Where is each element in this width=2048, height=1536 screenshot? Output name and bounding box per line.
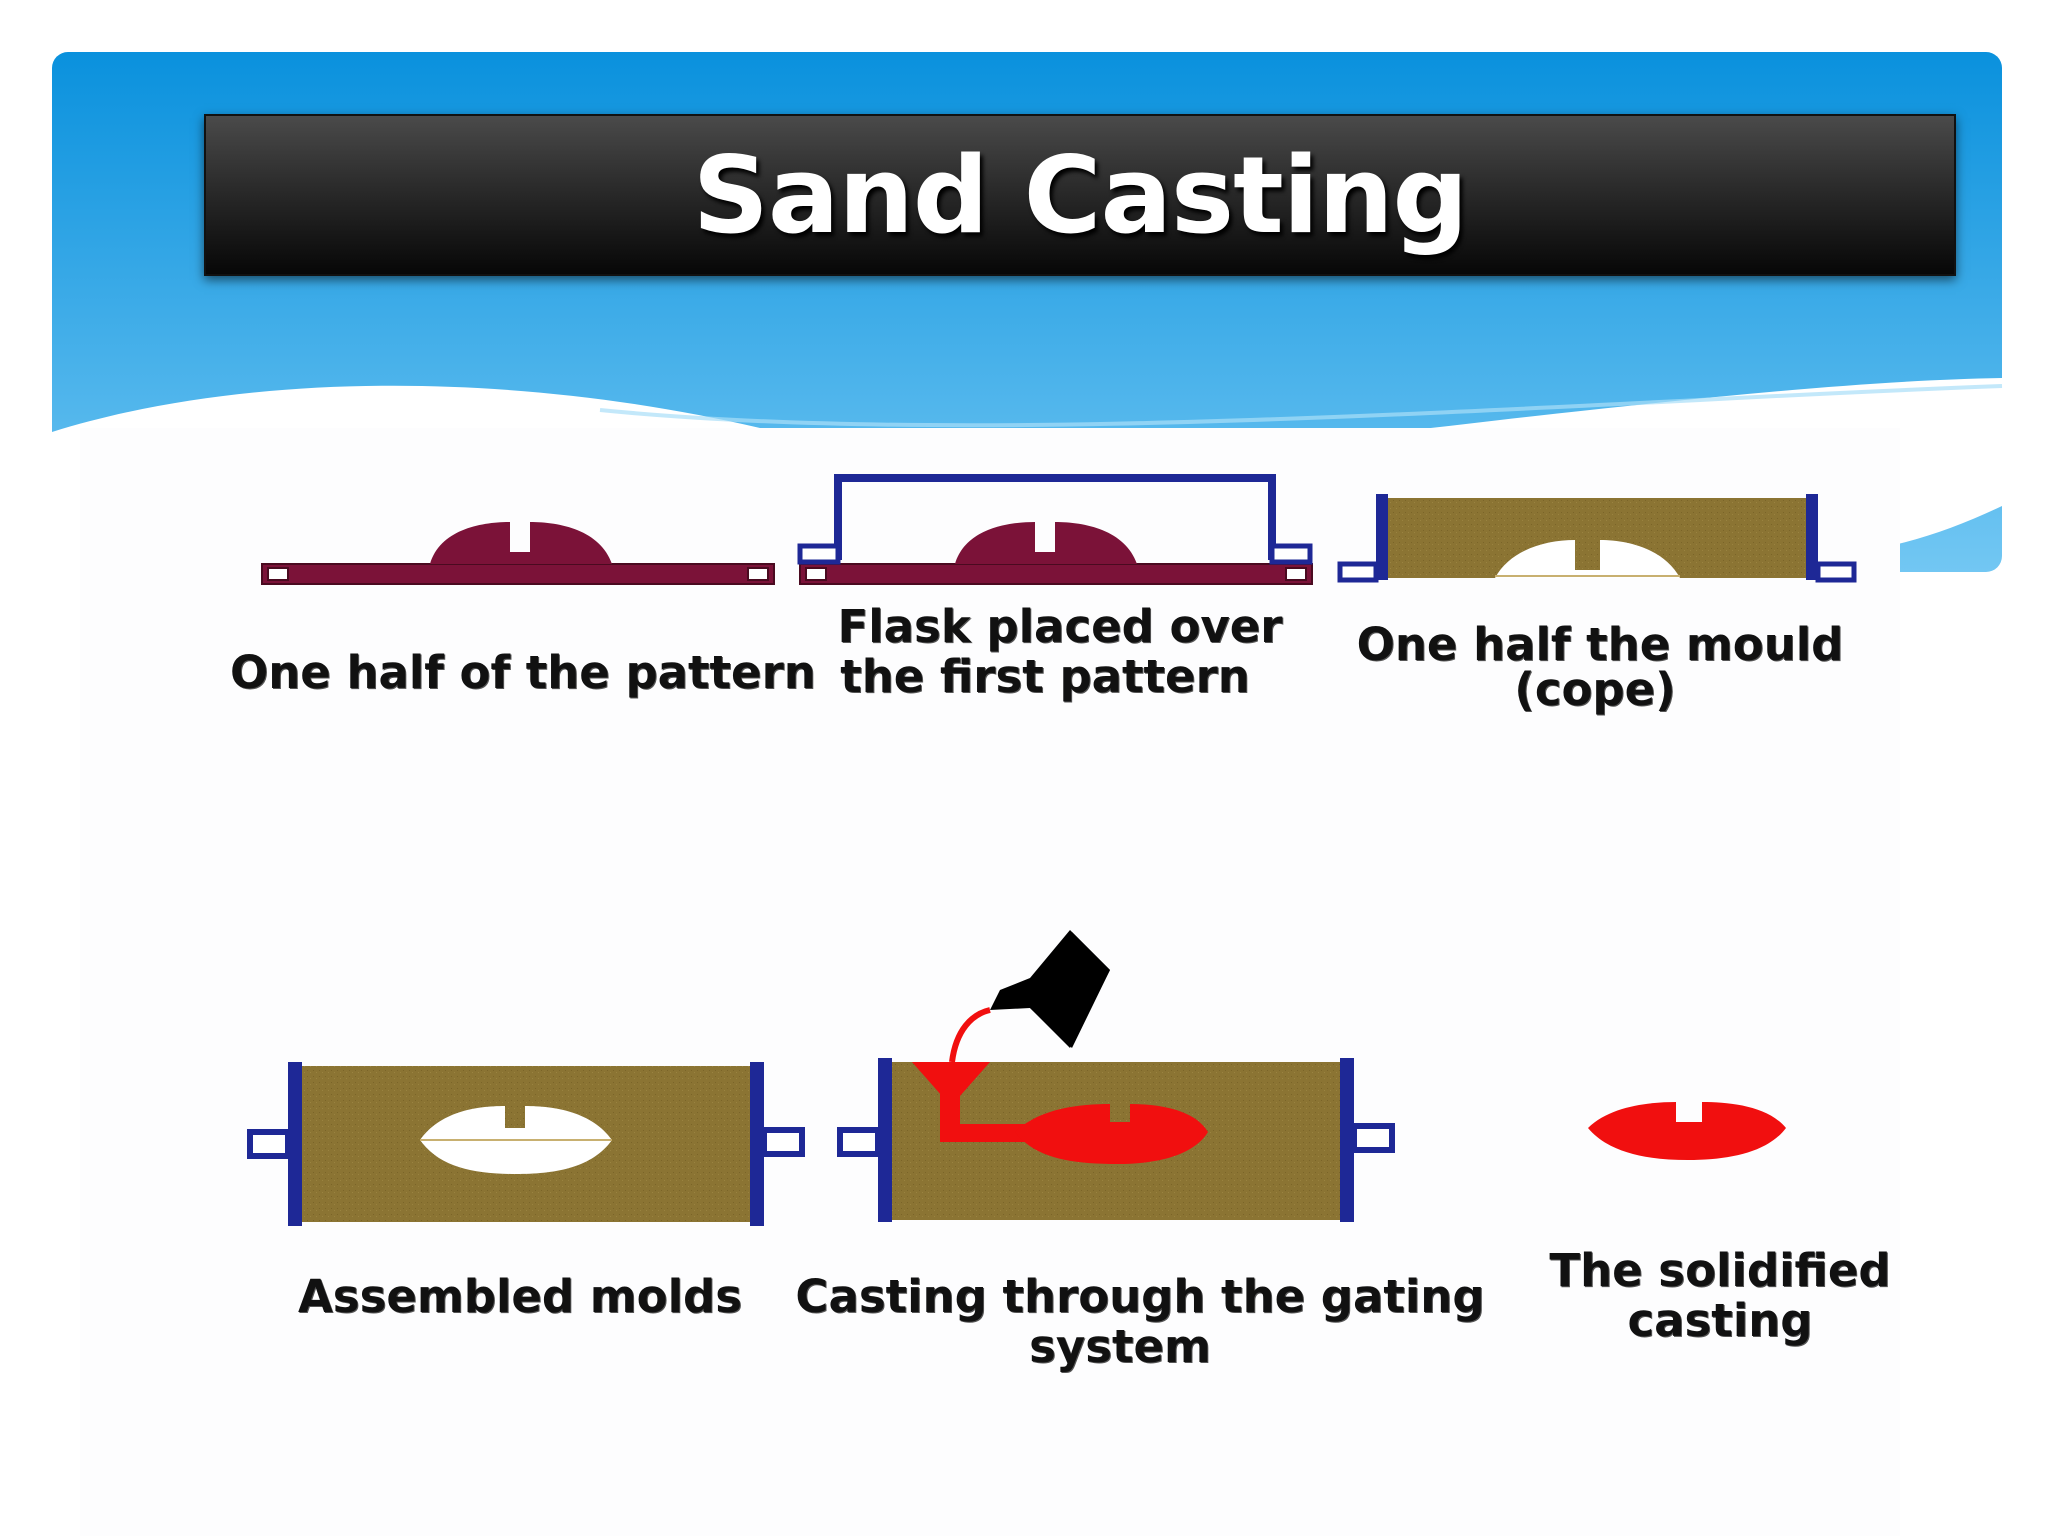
caption-step5: Casting through the gating system [780, 1272, 1500, 1372]
caption-line: (cope) [1514, 663, 1676, 716]
metal-stream [949, 1007, 991, 1063]
flask-wall-left [878, 1058, 892, 1222]
caption-line: casting [1627, 1294, 1813, 1347]
flask-wall-right [1340, 1058, 1354, 1222]
solidified-casting [1588, 1102, 1786, 1160]
flask-lug-left [797, 543, 841, 565]
flask-lug-left [1337, 561, 1379, 583]
flask-outline [834, 474, 1276, 560]
caption-line: The solidified [1549, 1244, 1891, 1297]
ladle-body [1030, 932, 1110, 1048]
flask-lug-left [837, 1127, 881, 1157]
caption-line: One half the mould [1356, 618, 1844, 671]
slide-title: Sand Casting [692, 133, 1469, 257]
flask-lug-left [247, 1129, 291, 1159]
flask-lug-right [1269, 543, 1313, 565]
pattern-board [799, 563, 1313, 585]
board-pin-right [1285, 567, 1307, 581]
flask-lug-right [1351, 1123, 1395, 1153]
pattern-board [261, 563, 775, 585]
caption-line: system [1029, 1320, 1211, 1373]
caption-line: Flask placed over [837, 600, 1283, 653]
flask-lug-right [1815, 561, 1857, 583]
board-pin-left [805, 567, 827, 581]
caption-line: Casting through the gating [795, 1270, 1485, 1323]
step2-flask-over-pattern [797, 474, 1313, 585]
cope-sand [1386, 498, 1810, 578]
flask-wall-left [1376, 494, 1388, 580]
caption-step2: Flask placed over the first pattern [780, 602, 1340, 702]
step4-assembled-molds [247, 1062, 805, 1226]
pouring-basin [912, 1062, 990, 1096]
pattern-half [430, 522, 612, 564]
runner [940, 1124, 1040, 1142]
flask-lug-right [761, 1127, 805, 1157]
caption-line: One half of the pattern [230, 646, 816, 699]
caption-step6: The solidified casting [1490, 1246, 1950, 1346]
step6-solidified-casting [1588, 1102, 1786, 1160]
step3-cope [1337, 494, 1857, 583]
header-wave-highlight [599, 384, 2003, 428]
cope-cavity [1495, 540, 1680, 578]
flask-wall-right [750, 1062, 764, 1226]
casting-cavity [1015, 1104, 1208, 1164]
caption-line: Assembled molds [297, 1270, 743, 1323]
caption-line: the first pattern [840, 650, 1250, 703]
figure-panel [80, 428, 1900, 1536]
caption-step3: One half the mould (cope) [1330, 618, 1870, 713]
flask-wall-right [1806, 494, 1818, 580]
title-bar: Sand Casting [204, 114, 1956, 276]
caption-step1: One half of the pattern [230, 646, 816, 699]
caption-step4: Assembled molds [230, 1272, 810, 1322]
board-pin-right [747, 567, 769, 581]
step5-pouring [837, 930, 1395, 1222]
flask-wall-left [288, 1062, 302, 1226]
step1-pattern-half [261, 522, 775, 585]
pattern-half [955, 522, 1137, 564]
board-pin-left [267, 567, 289, 581]
